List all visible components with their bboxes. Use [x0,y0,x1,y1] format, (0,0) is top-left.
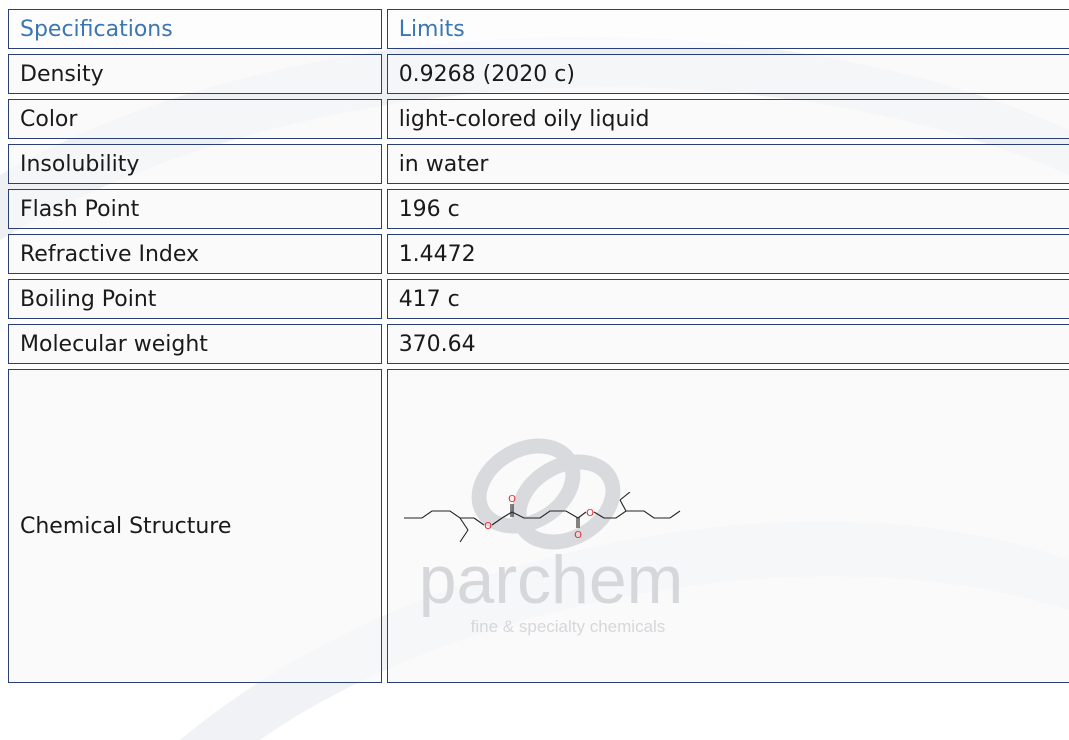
spec-limit: light-colored oily liquid [386,99,1069,139]
oxygen-atom-label: O [574,530,582,541]
parchem-tagline-text: fine & specialty chemicals [470,617,665,636]
table-row: Boiling Point 417 c [8,279,1069,319]
table-row: Color light-colored oily liquid [8,99,1069,139]
chemical-structure-diagram: O O O O [403,492,681,543]
spec-limit: 1.4472 [386,234,1069,274]
structure-cell: parchem fine & specialty chemicals [386,369,1069,683]
spec-limit: 0.9268 (2020 c) [386,54,1069,94]
header-limits: Limits [386,9,1069,49]
spec-limit: 370.64 [386,324,1069,364]
table-row: Flash Point 196 c [8,189,1069,229]
table-row: Refractive Index 1.4472 [8,234,1069,274]
oxygen-atom-label: O [484,521,492,532]
spec-limit: in water [386,144,1069,184]
header-specifications: Specifications [8,9,382,49]
table-header-row: Specifications Limits [8,9,1069,49]
spec-name: Color [8,99,382,139]
specifications-table: Specifications Limits Density 0.9268 (20… [3,4,1069,688]
spec-name: Density [8,54,382,94]
oxygen-atom-label: O [508,494,516,505]
structure-label: Chemical Structure [8,369,382,683]
spec-limit: 196 c [386,189,1069,229]
table-row: Insolubility in water [8,144,1069,184]
spec-name: Insolubility [8,144,382,184]
spec-limit: 417 c [386,279,1069,319]
spec-name: Refractive Index [8,234,382,274]
structure-row: Chemical Structure parchem fine & specia… [8,369,1069,683]
table-row: Molecular weight 370.64 [8,324,1069,364]
spec-name: Molecular weight [8,324,382,364]
spec-name: Boiling Point [8,279,382,319]
table-row: Density 0.9268 (2020 c) [8,54,1069,94]
spec-name: Flash Point [8,189,382,229]
oxygen-atom-label: O [586,508,594,519]
